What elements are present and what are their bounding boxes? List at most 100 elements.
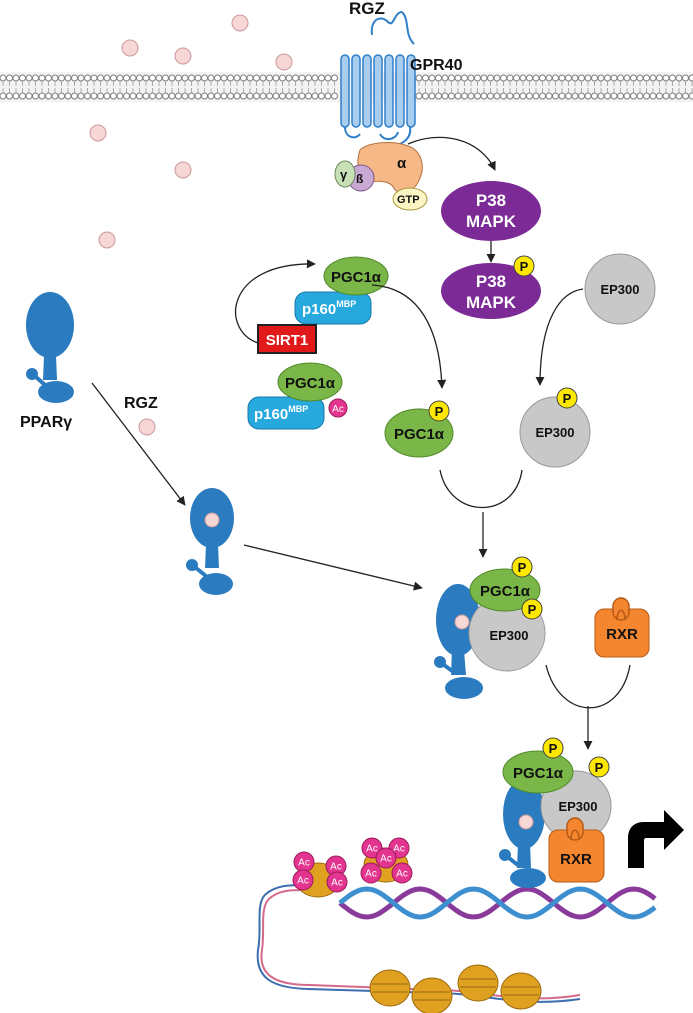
lipid-head [610, 74, 618, 82]
ep300-label: EP300 [600, 282, 639, 297]
rgz-particle [231, 14, 249, 32]
lipid-head [32, 92, 39, 100]
gpr40-label: GPR40 [410, 57, 463, 74]
lipid-head [578, 74, 585, 82]
lipid-head [110, 74, 117, 82]
lipid-head [123, 92, 130, 100]
lipid-head [19, 74, 26, 82]
p38-label: P38 [476, 191, 506, 210]
phospho-label: P [528, 602, 537, 617]
mapk-label: MAPK [466, 293, 517, 312]
lipid-head [513, 74, 520, 82]
lipid-head [298, 74, 306, 82]
lipid-head [201, 74, 208, 82]
lipid-head [175, 92, 182, 100]
lipid-head [12, 74, 20, 82]
lipid-head [526, 74, 533, 82]
lipid-head [597, 74, 605, 82]
lipid-head [259, 74, 267, 82]
lipid-head [597, 92, 605, 100]
nucleosome-group [369, 964, 542, 1013]
lipid-head [188, 92, 195, 100]
lipid-head [214, 74, 221, 82]
lipid-head [500, 92, 507, 100]
lipid-head [38, 74, 46, 82]
lipid-head [175, 74, 182, 82]
rgz-particle [121, 39, 139, 57]
lipid-head [97, 92, 104, 100]
lipid-head [461, 92, 468, 100]
lipid-head [214, 92, 221, 100]
ep300-label: EP300 [558, 799, 597, 814]
lipid-head [272, 92, 280, 100]
acetyl-label: Ac [380, 854, 392, 865]
lipid-head [25, 92, 33, 100]
rgz-ligand [454, 614, 470, 630]
lipid-head [643, 92, 650, 100]
lipid-head [461, 74, 468, 82]
ep300-label: EP300 [535, 425, 574, 440]
lipid-head [428, 92, 436, 100]
lipid-head [25, 74, 33, 82]
lipid-head [630, 92, 637, 100]
lipid-head [682, 92, 689, 100]
rgz-ligand [204, 512, 220, 528]
lipid-head [545, 92, 553, 100]
merge-curve-pgc1a-ep300 [439, 469, 523, 508]
lipid-head [246, 92, 254, 100]
lipid-head [220, 92, 228, 100]
rgz-particle [174, 161, 192, 179]
lipid-head [623, 92, 631, 100]
lipid-head [474, 74, 481, 82]
lipid-head [84, 74, 91, 82]
g-beta-label: ß [356, 172, 363, 186]
ppar-gamma-bound [186, 488, 234, 595]
acetyl-label: Ac [332, 404, 344, 415]
pgc1a-bound [469, 568, 541, 612]
lipid-head [480, 92, 488, 100]
acetyl-badge [375, 847, 397, 869]
arrow-to-pgc1a-phospho [371, 284, 447, 389]
lipid-head [311, 92, 319, 100]
lipid-head [149, 74, 156, 82]
lipid-head [298, 92, 306, 100]
lipid-head [266, 92, 273, 100]
rxr-label: RXR [560, 851, 592, 868]
lipid-head [136, 92, 143, 100]
lipid-head [6, 74, 13, 82]
lipid-head [526, 92, 533, 100]
phospho-badge [521, 598, 543, 620]
transcription-complex: EP300 PGC1α P P RXR [499, 737, 612, 888]
lipid-head [428, 74, 436, 82]
pgc1a-phospho-node: PGC1α P [384, 400, 454, 458]
lipid-head [474, 92, 481, 100]
lipid-head [571, 92, 579, 100]
lipid-head [77, 92, 85, 100]
phospho-badge [511, 556, 533, 578]
lipid-head [669, 74, 676, 82]
mbp-superscript: MBP [336, 299, 356, 309]
phospho-label: P [563, 391, 572, 406]
mapk-label: MAPK [466, 212, 517, 231]
lipid-head [45, 74, 52, 82]
lipid-head [539, 74, 546, 82]
lipid-head [123, 74, 130, 82]
lipid-head [181, 74, 189, 82]
rgz-particle [275, 53, 293, 71]
lipid-head [272, 74, 280, 82]
lipid-head [51, 74, 59, 82]
g-alpha-label: α [397, 155, 407, 172]
lipid-head [233, 92, 241, 100]
acetyl-badge [328, 398, 348, 418]
acetyl-label: Ac [330, 862, 342, 873]
lipid-head [669, 92, 676, 100]
lipid-head [227, 92, 234, 100]
phospho-badge [513, 255, 535, 277]
lipid-head [64, 74, 72, 82]
lipid-head [305, 74, 312, 82]
pgc1a-label: PGC1α [331, 269, 382, 286]
lipid-head [168, 74, 176, 82]
phospho-label: P [435, 404, 444, 419]
lipid-head [571, 74, 579, 82]
